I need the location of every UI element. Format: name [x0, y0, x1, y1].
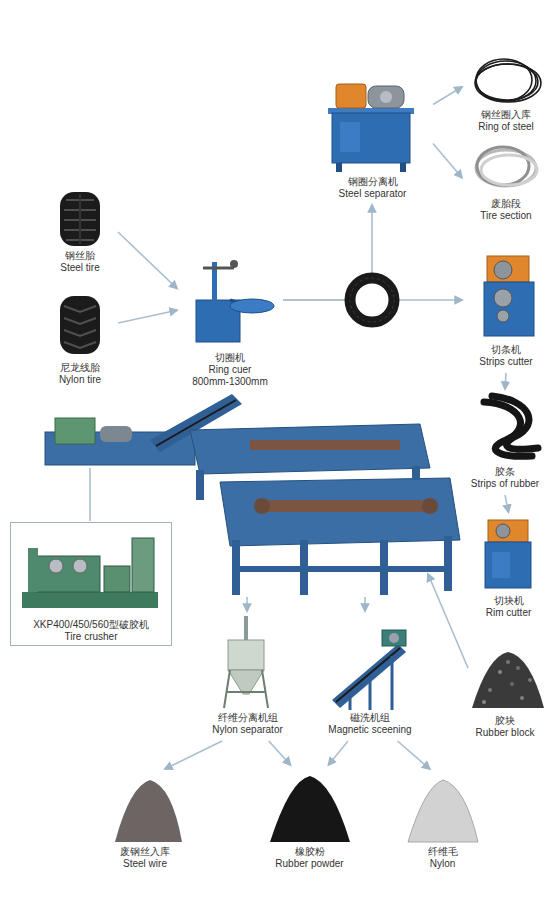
chinese-caption: 废钢丝入库 [120, 846, 170, 858]
machine-node: 切圈机Ring cuer800mm-1300mm [180, 245, 280, 390]
chinese-caption: 切条机 [491, 344, 521, 356]
flow-arrow [246, 597, 248, 611]
nylon-separator-machine [224, 616, 268, 708]
product-node: 胶块Rubber block [462, 645, 548, 741]
flow-arrow [398, 741, 430, 769]
english-caption: Ring cuer [209, 364, 252, 376]
product-node: 橡胶粉Rubber powder [262, 768, 357, 872]
chinese-caption: 橡胶粉 [295, 846, 325, 858]
machine-node: 切块机Rim cutter [470, 515, 547, 621]
tire-ring-picture [350, 278, 394, 322]
chinese-caption: 纤维毛 [428, 846, 458, 858]
english-caption: Tire section [480, 210, 531, 222]
chinese-caption: 胶块 [495, 715, 515, 727]
chinese-caption: 胶条 [495, 466, 515, 478]
flow-arrow [364, 597, 366, 611]
chinese-caption: 钢丝圈入库 [481, 109, 531, 121]
machine-node: 纤维分离机组Nylon separator [205, 612, 290, 738]
english-caption: Steel separator [339, 188, 407, 200]
product-node: 废胎段Tire section [465, 140, 547, 224]
flow-arrow [505, 373, 506, 389]
english-caption: Nylon [430, 858, 456, 870]
chinese-caption: 钢圈分离机 [348, 176, 398, 188]
rubber-strips-picture [484, 396, 538, 456]
chinese-caption: 磁洗机组 [350, 712, 390, 724]
flow-arrow [269, 741, 291, 765]
english-caption: Ring of steel [478, 121, 534, 133]
rubber-block-picture [472, 652, 544, 708]
machine-node: 磁洗机组Magnetic sceening [315, 612, 425, 738]
tire-section-picture [476, 147, 537, 186]
nylon-pile [408, 780, 478, 842]
english-caption: Rim cutter [486, 607, 532, 619]
leader-line [89, 468, 91, 521]
size-range: 800mm-1300mm [192, 376, 268, 388]
chinese-caption: 废胎段 [491, 198, 521, 210]
tire-crusher-machine [22, 538, 158, 608]
product-node: 胶条Strips of rubber [462, 392, 548, 492]
flow-arrow [118, 232, 177, 289]
chinese-caption: 切圈机 [215, 352, 245, 364]
steel-tire-picture [60, 192, 100, 246]
machine-box: XKP400/450/560型破胶机Tire crusher [10, 522, 172, 646]
product-node: 纤维毛Nylon [400, 772, 485, 872]
english-caption: Strips of rubber [471, 478, 539, 490]
flow-arrow [433, 144, 462, 178]
steel-wire-pile [115, 780, 182, 842]
production-line-machine [45, 394, 460, 595]
steel-ring-picture [475, 59, 541, 102]
flow-arrow [329, 741, 349, 765]
flow-arrow [118, 310, 177, 323]
magnetic-screening-machine [332, 630, 406, 710]
english-caption: Nylon tire [59, 374, 101, 386]
chinese-caption: 纤维分离机组 [218, 712, 278, 724]
flow-arrow [283, 205, 372, 300]
chinese-caption: 尼龙线胎 [60, 362, 100, 374]
product-node: 废钢丝入库Steel wire [105, 772, 185, 872]
flow-arrow [165, 741, 222, 769]
tire-ring-hole [355, 283, 389, 317]
rim-cutter-machine [485, 520, 531, 588]
machine-node: 钢圈分离机Steel separator [315, 72, 430, 202]
product-node: 钢丝圈入库Ring of steel [465, 55, 547, 135]
steel-separator-machine [328, 84, 414, 172]
nylon-tire-picture [60, 296, 100, 354]
english-caption: Steel wire [123, 858, 167, 870]
input-node: 钢丝胎Steel tire [45, 188, 115, 276]
strips-cutter-machine [484, 256, 534, 336]
machine-node: 切条机Strips cutter [465, 250, 547, 370]
chinese-caption: 钢丝胎 [65, 250, 95, 262]
input-node: 尼龙线胎Nylon tire [45, 288, 115, 388]
flow-arrow [433, 87, 462, 105]
english-caption: Tire crusher [65, 631, 118, 643]
flow-arrow [283, 299, 462, 301]
chinese-caption: 切块机 [494, 595, 524, 607]
ring-cutter-machine [196, 260, 274, 342]
rubber-powder-pile [270, 776, 350, 842]
english-caption: Rubber block [476, 727, 535, 739]
english-caption: Strips cutter [479, 356, 532, 368]
english-caption: Nylon separator [212, 724, 283, 736]
english-caption: Magnetic sceening [328, 724, 411, 736]
english-caption: Steel tire [60, 262, 99, 274]
flow-arrow [428, 574, 468, 668]
chinese-caption: XKP400/450/560型破胶机 [33, 619, 149, 631]
tire-ring-tread [350, 278, 394, 322]
english-caption: Rubber powder [275, 858, 343, 870]
flow-arrow [505, 495, 509, 512]
